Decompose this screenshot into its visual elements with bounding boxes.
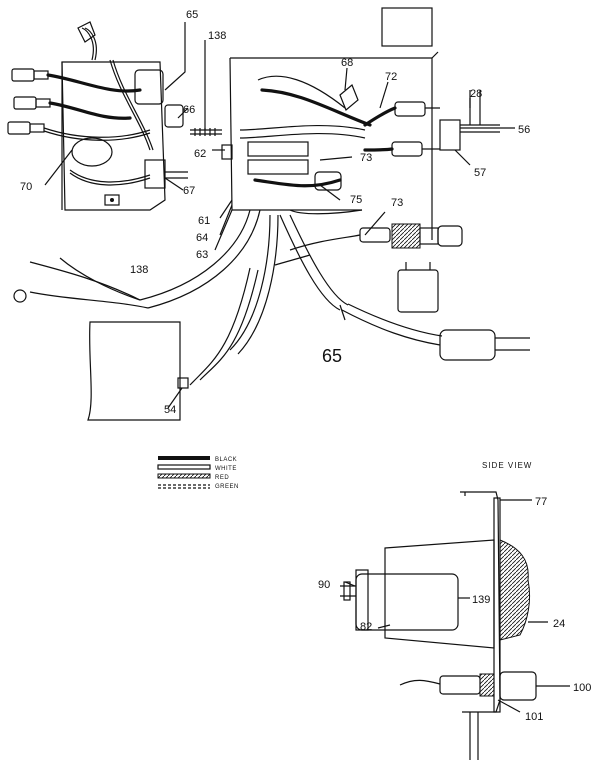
label-68: 68 [341,57,353,69]
left-box-components [69,21,188,189]
leader-lines [44,22,570,713]
label-77: 77 [535,496,547,508]
label-139: 139 [472,594,490,606]
label-70: 70 [20,181,32,193]
label-56: 56 [518,124,530,136]
label-28: 28 [470,88,482,100]
label-61: 61 [198,215,210,227]
connector-rod [190,128,233,160]
part-labels: 65 138 68 72 28 56 66 62 73 57 70 67 75 … [20,9,591,723]
label-24: 24 [553,618,565,630]
power-cord [279,214,530,361]
right-switch-box [345,7,500,313]
fuse-holder [289,223,463,251]
label-90: 90 [318,579,330,591]
wire-legend: BLACK WHITE RED GREEN [157,456,239,490]
label-65-big: 65 [322,346,342,366]
label-100: 100 [573,682,591,694]
left-spade-terminals [7,68,151,141]
label-57: 57 [474,167,486,179]
label-65-top: 65 [186,9,198,21]
label-62: 62 [194,148,206,160]
label-138-mid: 138 [130,264,148,276]
label-82: 82 [360,621,372,633]
side-view-title: SIDE VIEW [482,461,532,470]
label-73-lower: 73 [391,197,403,209]
label-66: 66 [183,104,195,116]
side-view-diagram: SIDE VIEW [340,461,537,760]
legend-red: RED [215,475,229,481]
wiring-top-view [7,7,530,421]
label-138-top: 138 [208,30,226,42]
label-75: 75 [350,194,362,206]
label-101: 101 [525,711,543,723]
legend-green: GREEN [215,484,239,490]
legend-black: BLACK [215,457,237,463]
center-junction-box [229,57,372,215]
legend-white: WHITE [215,466,237,472]
transformer-54 [87,321,189,421]
wire-bundle-138 [13,209,311,386]
label-72: 72 [385,71,397,83]
label-67: 67 [183,185,195,197]
label-54: 54 [164,404,176,416]
label-63: 63 [196,249,208,261]
label-73-upper: 73 [360,152,372,164]
label-64: 64 [196,232,208,244]
